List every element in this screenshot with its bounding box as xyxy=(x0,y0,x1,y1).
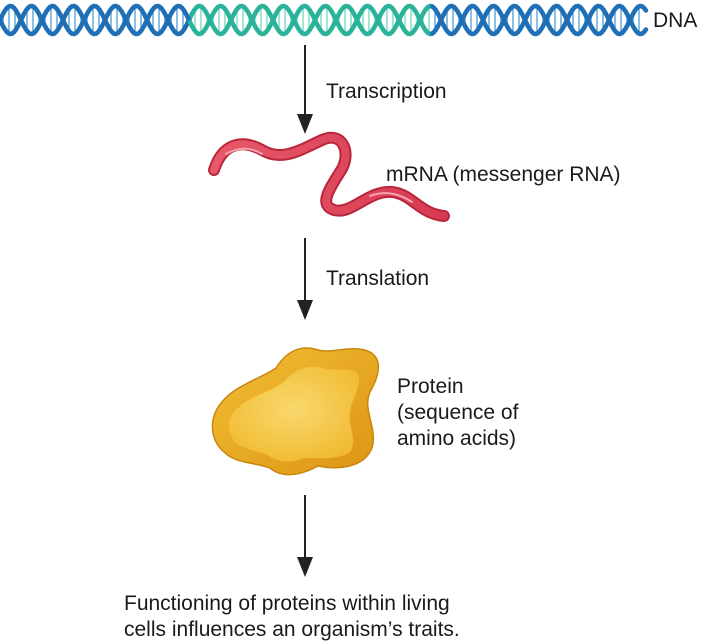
dna-helix xyxy=(0,6,646,34)
arrow-function xyxy=(297,495,313,577)
translation-label: Translation xyxy=(326,266,429,292)
dna-strand-b xyxy=(644,8,646,11)
protein-label: Protein (sequence of amino acids) xyxy=(397,374,518,452)
dna-label: DNA xyxy=(653,8,697,34)
arrow-transcription xyxy=(297,45,313,134)
protein-blob xyxy=(212,348,378,475)
arrow-translation xyxy=(297,238,313,320)
dna-strand-a xyxy=(644,30,646,33)
result-label: Functioning of proteins within living ce… xyxy=(124,591,460,643)
mrna-label: mRNA (messenger RNA) xyxy=(386,162,621,188)
transcription-label: Transcription xyxy=(326,79,447,105)
